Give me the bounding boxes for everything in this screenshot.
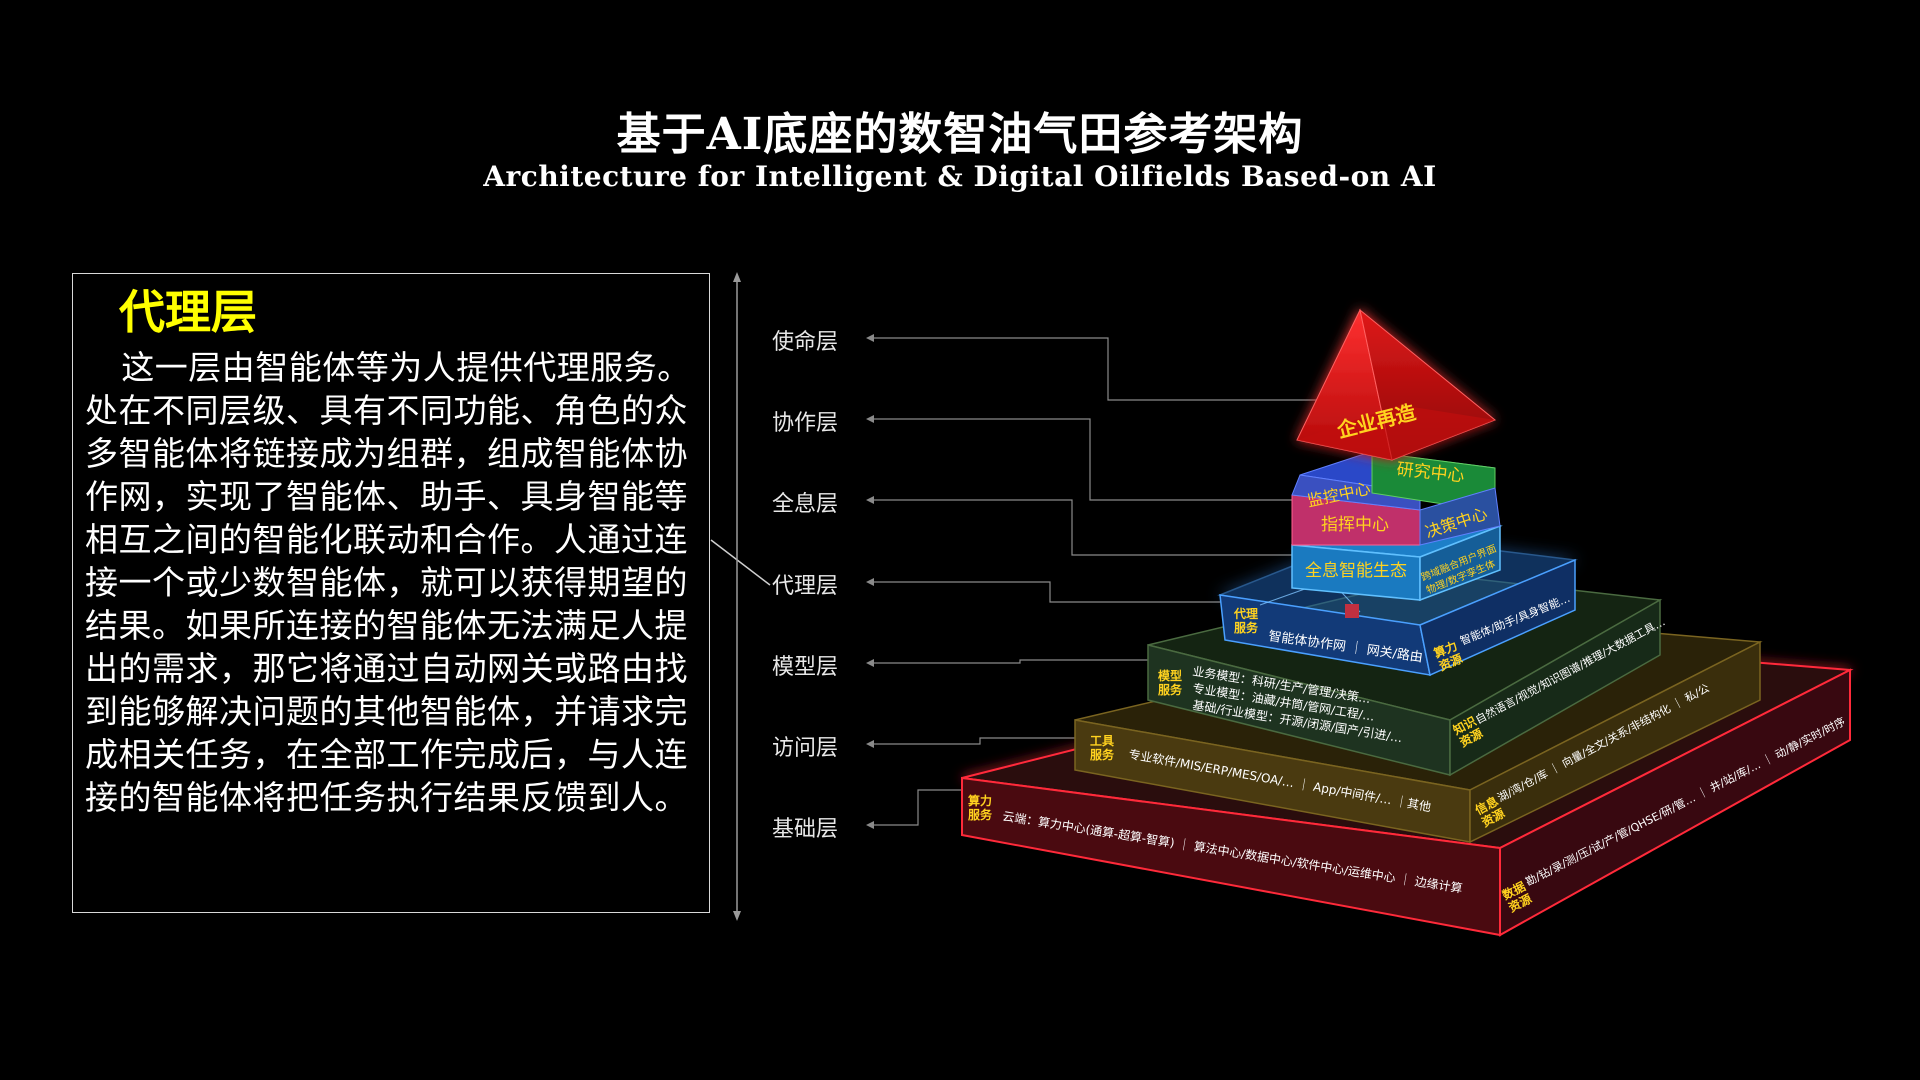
layer-label-collab: 协作层 [772,411,839,436]
collab-command-label: 指挥中心 [1321,515,1389,535]
infra-tag: 算力服务 [968,793,993,822]
layer-axis-arrow-bottom [733,911,741,921]
leader-collab [868,418,1320,501]
page-title: 基于AI底座的数智油气田参考架构 [616,109,1304,160]
leader-arrow-6 [866,740,874,748]
leader-holo [868,499,1300,556]
model-tag: 模型服务 [1158,668,1183,697]
callout-connector [710,539,771,586]
description-heading: 代理层 [119,285,257,339]
layer-label-base: 基础层 [772,817,839,842]
leader-model [868,659,1170,664]
mission-apex [1296,308,1496,461]
leader-arrow-3 [866,496,874,504]
layer-label-agent: 代理层 [772,574,839,599]
leader-arrow-1 [866,334,874,342]
collab-layer-block [1291,451,1501,546]
leader-arrow-5 [866,659,874,667]
leader-agent [868,581,1240,603]
layer-label-mission: 使命层 [772,330,839,355]
leader-base [868,789,990,826]
leader-mission [868,337,1345,401]
leader-arrow-4 [866,578,874,586]
tool-tag: 工具服务 [1090,734,1115,762]
layer-axis-arrow-top [733,272,741,282]
layer-label-access: 访问层 [772,736,839,761]
node-cube [1345,604,1359,618]
layer-label-model: 模型层 [772,655,839,680]
leader-access [868,737,1110,745]
description-body: 这一层由智能体等为人提供代理服务。处在不同层级、具有不同功能、角色的众多智能体将… [85,348,691,817]
page-subtitle: Architecture for Intelligent & Digital O… [483,160,1437,193]
holo-main-label: 全息智能生态 [1305,561,1407,581]
leader-arrow-7 [866,821,874,829]
agent-tag: 代理服务 [1233,606,1259,635]
layer-label-holo: 全息层 [772,492,839,517]
leader-arrow-2 [866,415,874,423]
description-panel: 代理层 这一层由智能体等为人提供代理服务。处在不同层级、具有不同功能、角色的众多… [72,273,710,913]
